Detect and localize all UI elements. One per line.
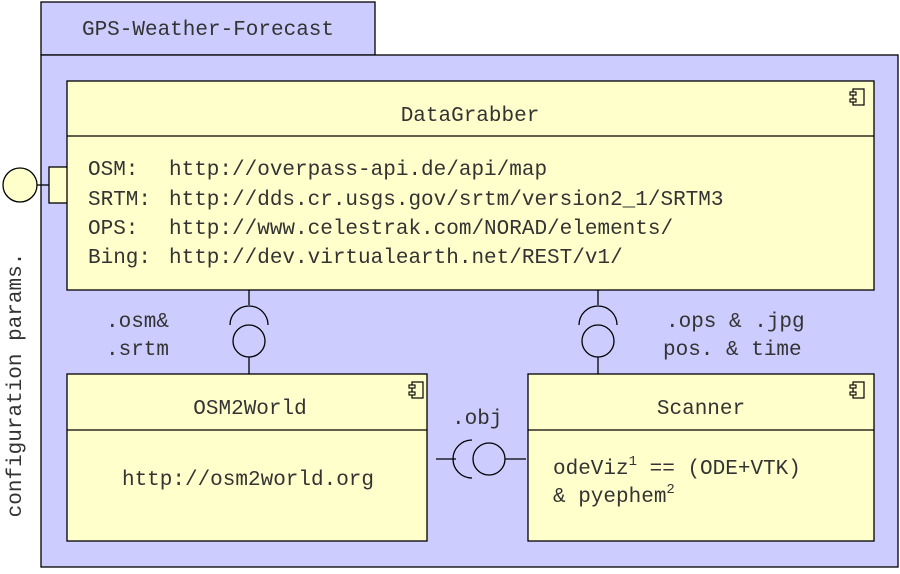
srtm-key: SRTM: xyxy=(88,189,151,212)
ops-key: OPS: xyxy=(88,218,138,241)
component-icon xyxy=(849,381,865,399)
component-icon xyxy=(408,381,424,399)
configuration-params-label: configuration params. xyxy=(5,253,28,518)
ode-vtk-text: == (ODE+VTK) xyxy=(637,458,801,481)
srtm-url: http://dds.cr.usgs.gov/srtm/version2_1/S… xyxy=(169,189,724,212)
osm2world-title: OSM2World xyxy=(193,398,306,421)
bing-url: http://dev.virtualearth.net/REST/v1/ xyxy=(169,247,623,270)
obj-connector: .obj xyxy=(436,408,526,479)
osm-connector-label-1: .osm& xyxy=(106,311,169,334)
bing-key: Bing: xyxy=(88,247,151,270)
scanner-component: Scanner odeViz1 == (ODE+VTK) & pyephem2 xyxy=(527,373,875,542)
osm2world-url: http://osm2world.org xyxy=(122,469,374,492)
obj-connector-label: .obj xyxy=(452,408,502,431)
socket-interface-icon xyxy=(229,305,269,326)
ops-connector-label-2: pos. & time xyxy=(663,339,802,362)
component-icon xyxy=(849,88,865,106)
osm-srtm-connector: .osm& .srtm xyxy=(106,290,269,374)
osm-key: OSM: xyxy=(88,159,138,182)
footnote-2: 2 xyxy=(666,482,674,498)
scanner-line-2: & pyephem2 xyxy=(553,482,675,509)
ops-jpg-connector: .ops & .jpg pos. & time xyxy=(578,290,805,374)
osm-url: http://overpass-api.de/api/map xyxy=(169,159,547,182)
scanner-line-1: odeViz1 == (ODE+VTK) xyxy=(553,454,801,481)
footnote-1: 1 xyxy=(629,454,637,470)
datagrabber-component: DataGrabber OSM: http://overpass-api.de/… xyxy=(66,80,875,291)
package-title: GPS-Weather-Forecast xyxy=(82,19,334,42)
osm-connector-label-2: .srtm xyxy=(106,339,169,362)
odeviz-text: odeViz xyxy=(553,458,629,481)
config-interface-icon xyxy=(2,167,38,203)
package-tab xyxy=(40,1,376,56)
ops-url: http://www.celestrak.com/NORAD/elements/ xyxy=(169,218,673,241)
osm2world-component: OSM2World http://osm2world.org xyxy=(66,373,428,542)
socket-interface-icon xyxy=(452,439,473,479)
scanner-title: Scanner xyxy=(657,398,745,421)
pyephem-text: & pyephem xyxy=(553,486,666,509)
socket-interface-icon xyxy=(578,305,618,326)
datagrabber-title: DataGrabber xyxy=(401,105,540,128)
ops-connector-label-1: .ops & .jpg xyxy=(666,311,805,334)
